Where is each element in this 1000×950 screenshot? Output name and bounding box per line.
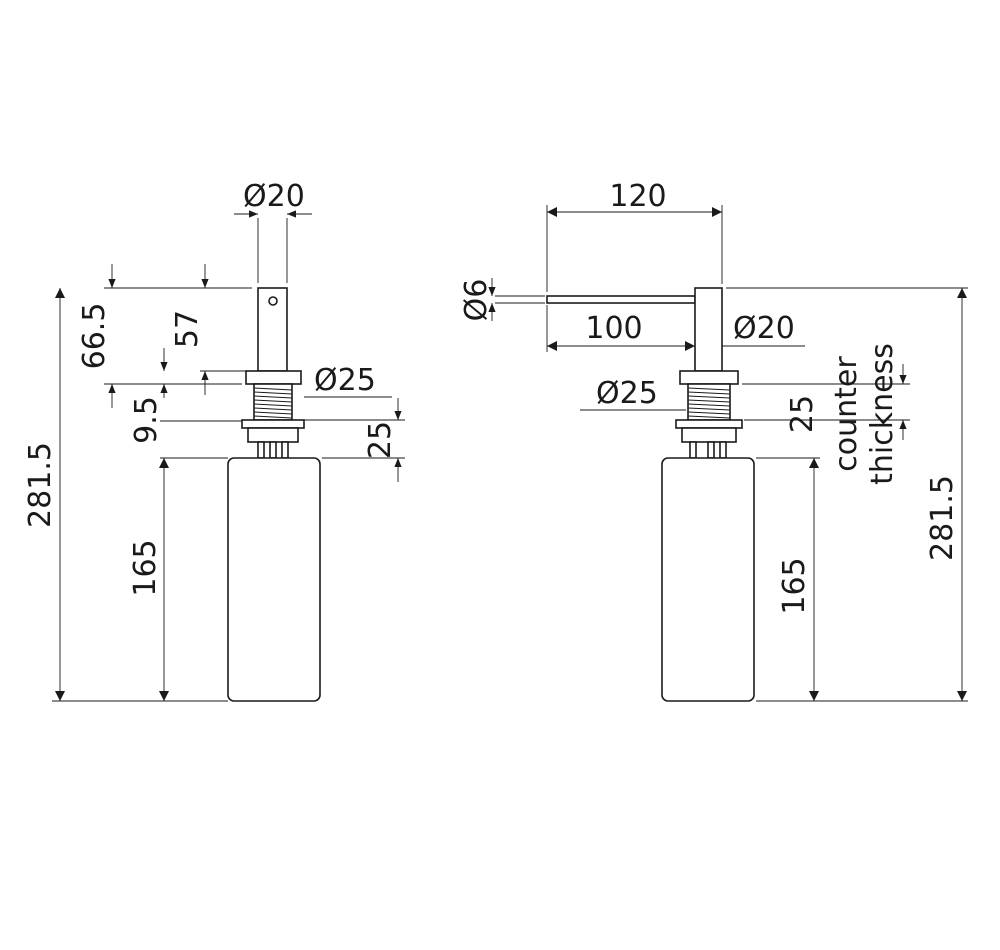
side-dim-nozzle-diameter: Ø6 — [459, 278, 545, 321]
front-bottle — [227, 457, 321, 702]
side-dim-body-diameter: Ø20 — [722, 311, 805, 347]
side-counter-label-line1: counter — [829, 356, 864, 472]
front-thread-length-label: 25 — [363, 421, 398, 459]
front-dim-flange-thickness: 9.5 — [129, 348, 242, 459]
front-washer — [247, 427, 299, 443]
front-thread-lines — [253, 387, 293, 419]
side-connector-pin — [689, 441, 697, 459]
front-dim-bottle-height: 165 — [128, 458, 169, 701]
side-bottle — [661, 457, 755, 702]
side-flange — [679, 370, 739, 385]
front-dim-head-height: 66.5 — [77, 264, 252, 408]
side-connector-pin — [719, 441, 727, 459]
front-dim-overall-height: 281.5 — [23, 288, 228, 702]
front-spout-diameter-label: Ø20 — [243, 179, 305, 214]
front-view: Ø20 66.5 57 9.5 Ø25 — [23, 179, 405, 702]
side-dim-overall-height: 281.5 — [726, 287, 968, 701]
front-outlet-hole — [268, 296, 278, 306]
front-dim-flange-diameter: Ø25 — [304, 363, 392, 398]
front-bottle-height-label: 165 — [128, 539, 163, 596]
side-view: 120 Ø6 100 Ø20 Ø25 — [459, 179, 968, 702]
side-reach-overall-label: 120 — [609, 179, 666, 214]
side-dim-reach-overall: 120 — [546, 179, 723, 292]
side-washer — [681, 427, 737, 443]
front-spout-height-label: 57 — [170, 310, 205, 348]
side-dim-bottle-height: 165 — [756, 457, 968, 702]
front-flange — [245, 370, 302, 385]
side-nozzle-diameter-label: Ø6 — [459, 279, 494, 322]
side-dim-counter-thickness: 25 counter thickness — [742, 343, 910, 485]
side-flange-diameter-label: Ø25 — [596, 376, 658, 411]
side-bottle-height-label: 165 — [777, 557, 812, 614]
side-overall-height-label: 281.5 — [925, 475, 960, 561]
front-dim-spout-height: 57 — [170, 264, 246, 395]
front-dim-thread-length: 25 — [304, 398, 405, 482]
side-body-diameter-label: Ø20 — [733, 311, 795, 346]
side-thread-lines — [687, 387, 731, 419]
side-lock-nut — [675, 419, 743, 429]
front-connector-pin — [257, 441, 265, 459]
front-head-height-label: 66.5 — [77, 303, 112, 370]
front-dim-spout-diameter: Ø20 — [234, 179, 312, 283]
side-dim-reach-nozzle: 100 — [546, 305, 696, 371]
side-counter-label-line2: thickness — [865, 343, 900, 485]
side-body — [694, 287, 723, 372]
front-overall-height-label: 281.5 — [23, 442, 58, 528]
front-flange-diameter-label: Ø25 — [314, 363, 376, 398]
front-connector-pin — [281, 441, 289, 459]
front-lock-nut — [241, 419, 305, 429]
side-nozzle — [546, 295, 696, 304]
side-counter-thickness-label: 25 — [785, 395, 820, 433]
front-flange-thickness-label: 9.5 — [129, 396, 164, 444]
side-reach-nozzle-label: 100 — [585, 311, 642, 346]
side-dim-flange-diameter: Ø25 — [580, 376, 686, 411]
front-connector-pin — [269, 441, 277, 459]
side-connector-pin — [707, 441, 715, 459]
